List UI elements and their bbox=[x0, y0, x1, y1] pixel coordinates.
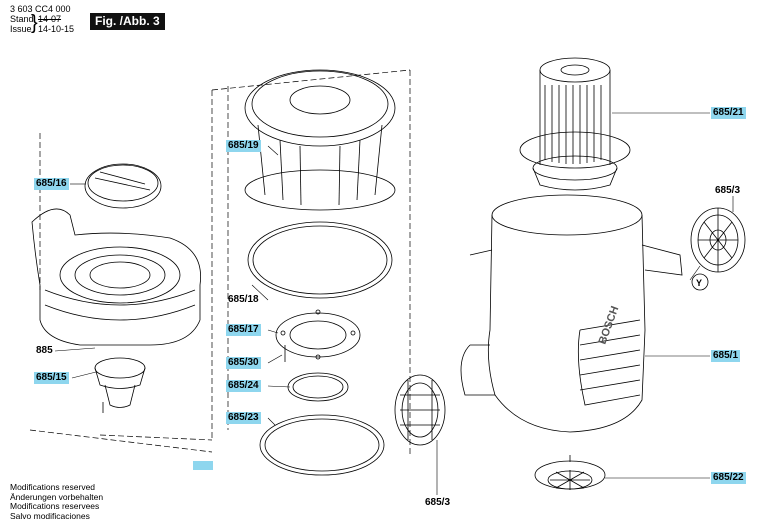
callout-685-24: 685/24 bbox=[226, 380, 261, 392]
callout-685-19: 685/19 bbox=[226, 140, 261, 152]
callout-685-22: 685/22 bbox=[711, 472, 746, 484]
tank-brand-text: BOSCH bbox=[597, 305, 622, 346]
stand-value: 14-07 bbox=[38, 14, 62, 24]
callout-685-18: 685/18 bbox=[228, 294, 259, 305]
figure-title: Fig. /Abb. 3 bbox=[90, 13, 165, 30]
callout-685-17: 685/17 bbox=[226, 324, 261, 336]
leader-lines bbox=[54, 112, 734, 495]
dashed-assembly-frames bbox=[29, 69, 411, 455]
highlight-swatch bbox=[193, 461, 213, 470]
stand-label: Stand bbox=[10, 14, 34, 24]
wheel-685-3-left bbox=[394, 374, 446, 446]
y-marker-circle bbox=[691, 273, 709, 291]
header-brace: } bbox=[31, 12, 38, 34]
callout-685-16: 685/16 bbox=[34, 178, 69, 190]
callout-685-3-right: 685/3 bbox=[715, 185, 741, 196]
filter-cage-685-19 bbox=[244, 69, 396, 211]
gasket-ring-685-18 bbox=[247, 221, 393, 299]
seal-685-24 bbox=[287, 372, 349, 402]
footer-line: Modifications reserved bbox=[10, 482, 96, 492]
bottom-filter-685-22 bbox=[534, 455, 606, 490]
callout-685-23: 685/23 bbox=[226, 412, 261, 424]
callout-685-15: 685/15 bbox=[34, 372, 69, 384]
footer-notes: Modifications reserved Änderungen vorbeh… bbox=[10, 482, 104, 521]
wheel-685-3-right bbox=[690, 207, 746, 273]
flange-685-17 bbox=[275, 309, 361, 360]
valve-685-15 bbox=[94, 357, 146, 413]
document-number: 3 603 CC4 000 bbox=[10, 4, 71, 14]
issue-label: Issue bbox=[10, 24, 32, 34]
lid-885 bbox=[31, 208, 202, 346]
footer-line: Salvo modificaciones bbox=[10, 510, 90, 521]
lid-cap-685-16 bbox=[84, 163, 162, 209]
y-marker-text: Y bbox=[696, 278, 702, 288]
callout-685-1: 685/1 bbox=[711, 350, 741, 362]
callout-885: 885 bbox=[36, 345, 53, 356]
issue-value: 14-10-15 bbox=[38, 24, 75, 34]
filter-cartridge-685-21 bbox=[519, 57, 631, 191]
tank-685-1 bbox=[460, 194, 683, 433]
footer-line: Änderungen vorbehalten bbox=[10, 491, 104, 502]
callout-685-21: 685/21 bbox=[711, 107, 746, 119]
callout-685-3-left: 685/3 bbox=[425, 497, 451, 508]
ring-685-23 bbox=[259, 414, 385, 476]
callout-685-30: 685/30 bbox=[226, 357, 261, 369]
footer-line: Modifications reservees bbox=[10, 501, 100, 511]
